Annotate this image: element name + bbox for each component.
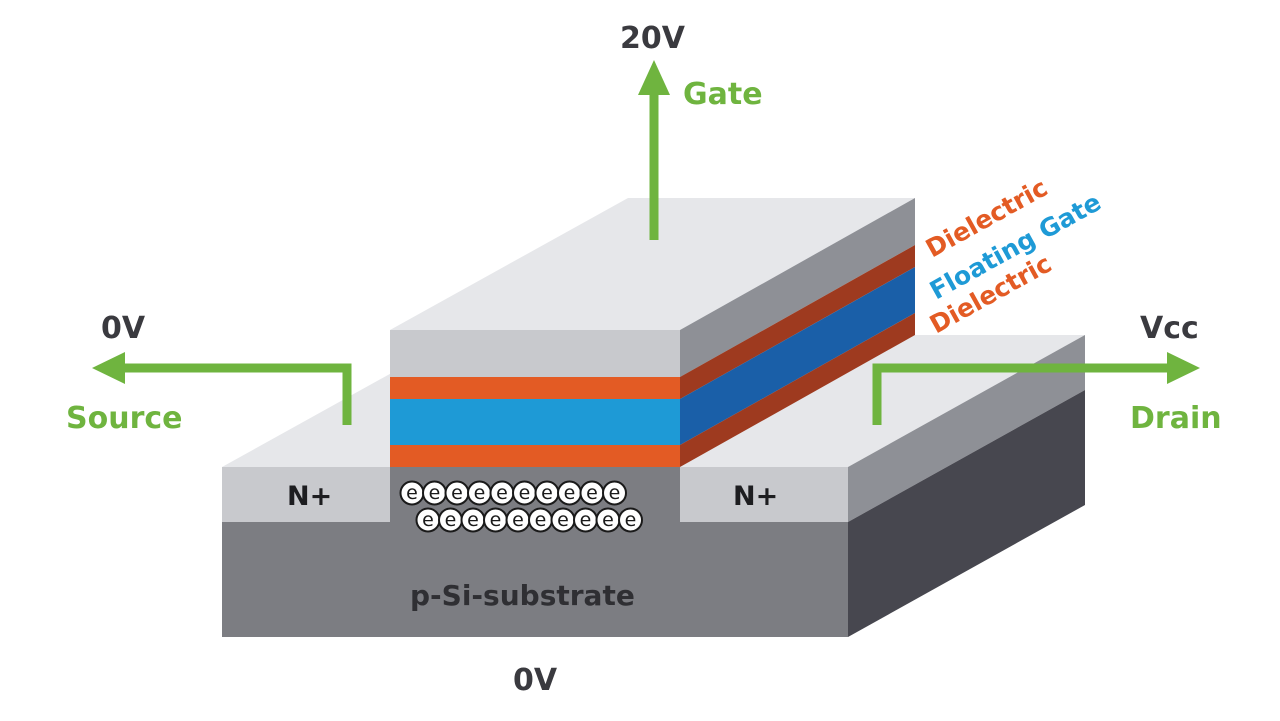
electron: e [422,480,447,506]
electron: e [483,507,508,533]
n-plus-right-label: N+ [733,481,778,512]
control-gate-front [390,330,680,377]
electron-symbol: e [541,482,553,504]
electron: e [467,480,492,506]
electron-symbol: e [625,509,637,531]
source-voltage-label: 0V [101,311,146,346]
electron-symbol: e [519,482,531,504]
electron-symbol: e [451,482,463,504]
electron: e [534,480,560,506]
substrate-voltage-label: 0V [513,663,558,698]
electron: e [602,480,627,506]
electron-symbol: e [490,509,502,531]
electron: e [399,480,425,506]
dielectric-top-front [390,377,680,399]
source-arrow [92,352,352,425]
substrate-right-face-upper [848,335,1085,522]
electron: e [595,507,621,533]
gate-right-face-dielectric-bottom [680,313,915,467]
electron-symbol: e [602,509,614,531]
electron: e [460,507,486,533]
electron: e [618,507,643,533]
electron: e [579,480,605,506]
electron: e [550,507,576,533]
substrate-right-face-lower [848,390,1085,637]
electron: e [557,480,582,506]
electron-symbol: e [445,509,457,531]
floating-gate-front [390,399,680,445]
gate-top-face [390,198,915,330]
electron-symbol: e [474,482,486,504]
electron-symbol: e [564,482,576,504]
electron: e [528,507,553,533]
electron: e [415,507,441,533]
electron-symbol: e [609,482,621,504]
n-plus-right-region [680,467,848,522]
electron: e [444,480,470,506]
electron-symbol: e [535,509,547,531]
source-label: Source [66,401,183,436]
electron-symbol: e [406,482,418,504]
n-plus-left-label: N+ [287,481,332,512]
electron: e [489,480,515,506]
gate-arrow [638,60,670,240]
gate-right-face-floating [680,267,915,445]
gate-right-face-control [680,198,915,377]
electron-symbol: e [512,509,524,531]
electron: e [573,507,598,533]
gate-label: Gate [683,77,763,112]
electron: e [505,507,531,533]
electron-symbol: e [496,482,508,504]
electron-symbol: e [467,509,479,531]
electron-symbol: e [557,509,569,531]
electron: e [438,507,463,533]
n-plus-left-region [222,467,390,522]
electron-symbol: e [580,509,592,531]
dielectric-bottom-front [390,445,680,467]
gate-right-face-dielectric-top [680,245,915,399]
electron-symbol: e [429,482,441,504]
drain-voltage-label: Vcc [1140,311,1199,346]
substrate-front-face [222,522,848,637]
gate-voltage-label: 20V [620,21,686,56]
electron: e [512,480,537,506]
substrate-label: p-Si-substrate [410,579,635,612]
electron-symbol: e [586,482,598,504]
drain-label: Drain [1130,401,1222,436]
electron-symbol: e [422,509,434,531]
gate-stack [390,198,915,467]
drain-arrow [872,352,1200,425]
